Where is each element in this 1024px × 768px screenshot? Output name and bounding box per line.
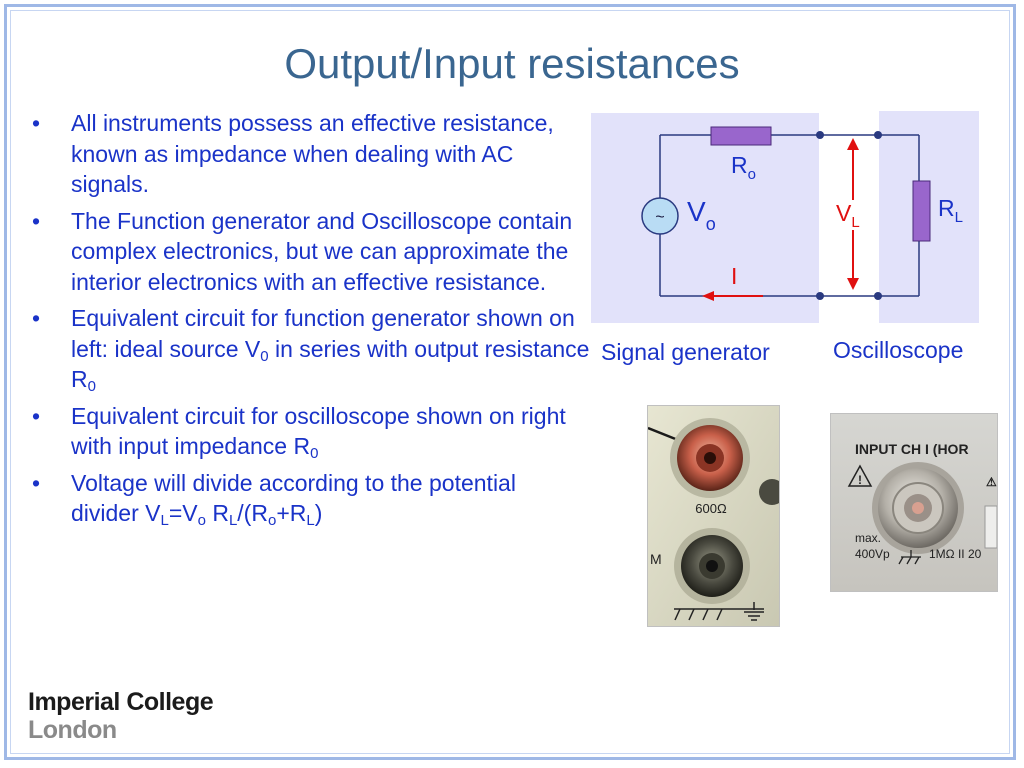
oscilloscope-input-photo: INPUT CH I (HOR ! ⚠ max. 400Vp 1MΩ II 20 [830, 413, 998, 592]
bullet-item: • Equivalent circuit for oscilloscope sho… [30, 401, 590, 462]
bullet-text: Equivalent circuit for function generato… [71, 305, 575, 362]
panel-letter: M [650, 551, 662, 567]
oscilloscope-caption: Oscilloscope [833, 337, 964, 363]
current-label: I [731, 263, 737, 289]
bullet-item: • Equivalent circuit for function generat… [30, 303, 590, 395]
bullet-item: • The Function generator and Oscilloscope… [30, 206, 590, 298]
input-channel-heading: INPUT CH I (HOR [855, 441, 969, 457]
bullet-subscript: L [306, 512, 315, 529]
bullet-marker: • [32, 469, 41, 496]
terminal-dot [874, 292, 882, 300]
signal-generator-box [591, 113, 819, 323]
bullet-text: +R [276, 500, 307, 526]
bullet-marker: • [32, 305, 41, 331]
bullet-subscript: 0 [87, 378, 96, 395]
impedance-marking: 600Ω [695, 501, 727, 516]
warning-icon: ! [847, 464, 873, 487]
slide-border [4, 4, 1016, 760]
bullet-marker: • [32, 402, 41, 429]
terminal-dot [816, 131, 824, 139]
bullet-subscript: L [228, 512, 238, 529]
slide-title: Output/Input resistances [284, 40, 740, 87]
bullet-subscript: o [267, 512, 277, 529]
max-label: max. [855, 531, 881, 545]
ground-symbol-icon [674, 602, 764, 621]
terminal-dot [874, 131, 882, 139]
bullet-subscript: 0 [260, 347, 269, 365]
ac-source-symbol: ~ [655, 209, 664, 226]
bullet-subscript: 0 [310, 445, 319, 462]
current-arrow [702, 291, 763, 301]
signal-generator-caption: Signal generator [601, 339, 770, 365]
vl-label: VL [836, 200, 860, 231]
bullet-text: R [205, 500, 229, 526]
bullet-text: Voltage will divide according to the pot… [71, 469, 516, 527]
input-impedance-label: 1MΩ II 20 [929, 547, 982, 561]
svg-text:!: ! [858, 473, 862, 487]
max-voltage-label: 400Vp [855, 547, 890, 561]
bullet-text: All instruments possess an effective res… [71, 110, 554, 197]
ground-symbol-icon [898, 550, 921, 565]
bullet-text: Equivalent circuit for oscilloscope show… [71, 402, 566, 460]
bullet-text: ) [314, 500, 323, 526]
resistor-ro [710, 126, 772, 146]
bullet-item: • Voltage will divide according to the po… [30, 468, 590, 529]
ro-label: Ro [731, 152, 756, 183]
bullet-marker: • [32, 207, 41, 234]
bullet-subscript: o [197, 512, 206, 529]
bullet-text: =V [168, 500, 198, 526]
svg-text:⚠: ⚠ [986, 475, 997, 489]
generator-terminals-photo: 600Ω M [647, 405, 780, 627]
logo-imperial-college: Imperial College [28, 688, 214, 716]
bullet-item: • All instruments possess an effective re… [30, 108, 590, 200]
rl-label: RL [938, 195, 963, 226]
ac-source-icon [641, 197, 679, 235]
circuit-diagram: ~ Vo Ro RL VL I [591, 111, 979, 323]
bullet-list: • All instruments possess an effective re… [30, 108, 590, 535]
slide-inner-border [10, 10, 1010, 754]
bullet-text: The Function generator and Oscilloscope … [71, 207, 573, 295]
bullet-marker: • [32, 110, 41, 136]
resistor-rl [912, 180, 931, 242]
bullet-text: /(R [237, 500, 268, 526]
logo-london: London [28, 716, 117, 744]
bullet-subscript: L [160, 512, 169, 529]
bullet-text: in series with output resistance R [71, 335, 590, 393]
terminal-dot [816, 292, 824, 300]
source-label: Vo [687, 196, 716, 234]
